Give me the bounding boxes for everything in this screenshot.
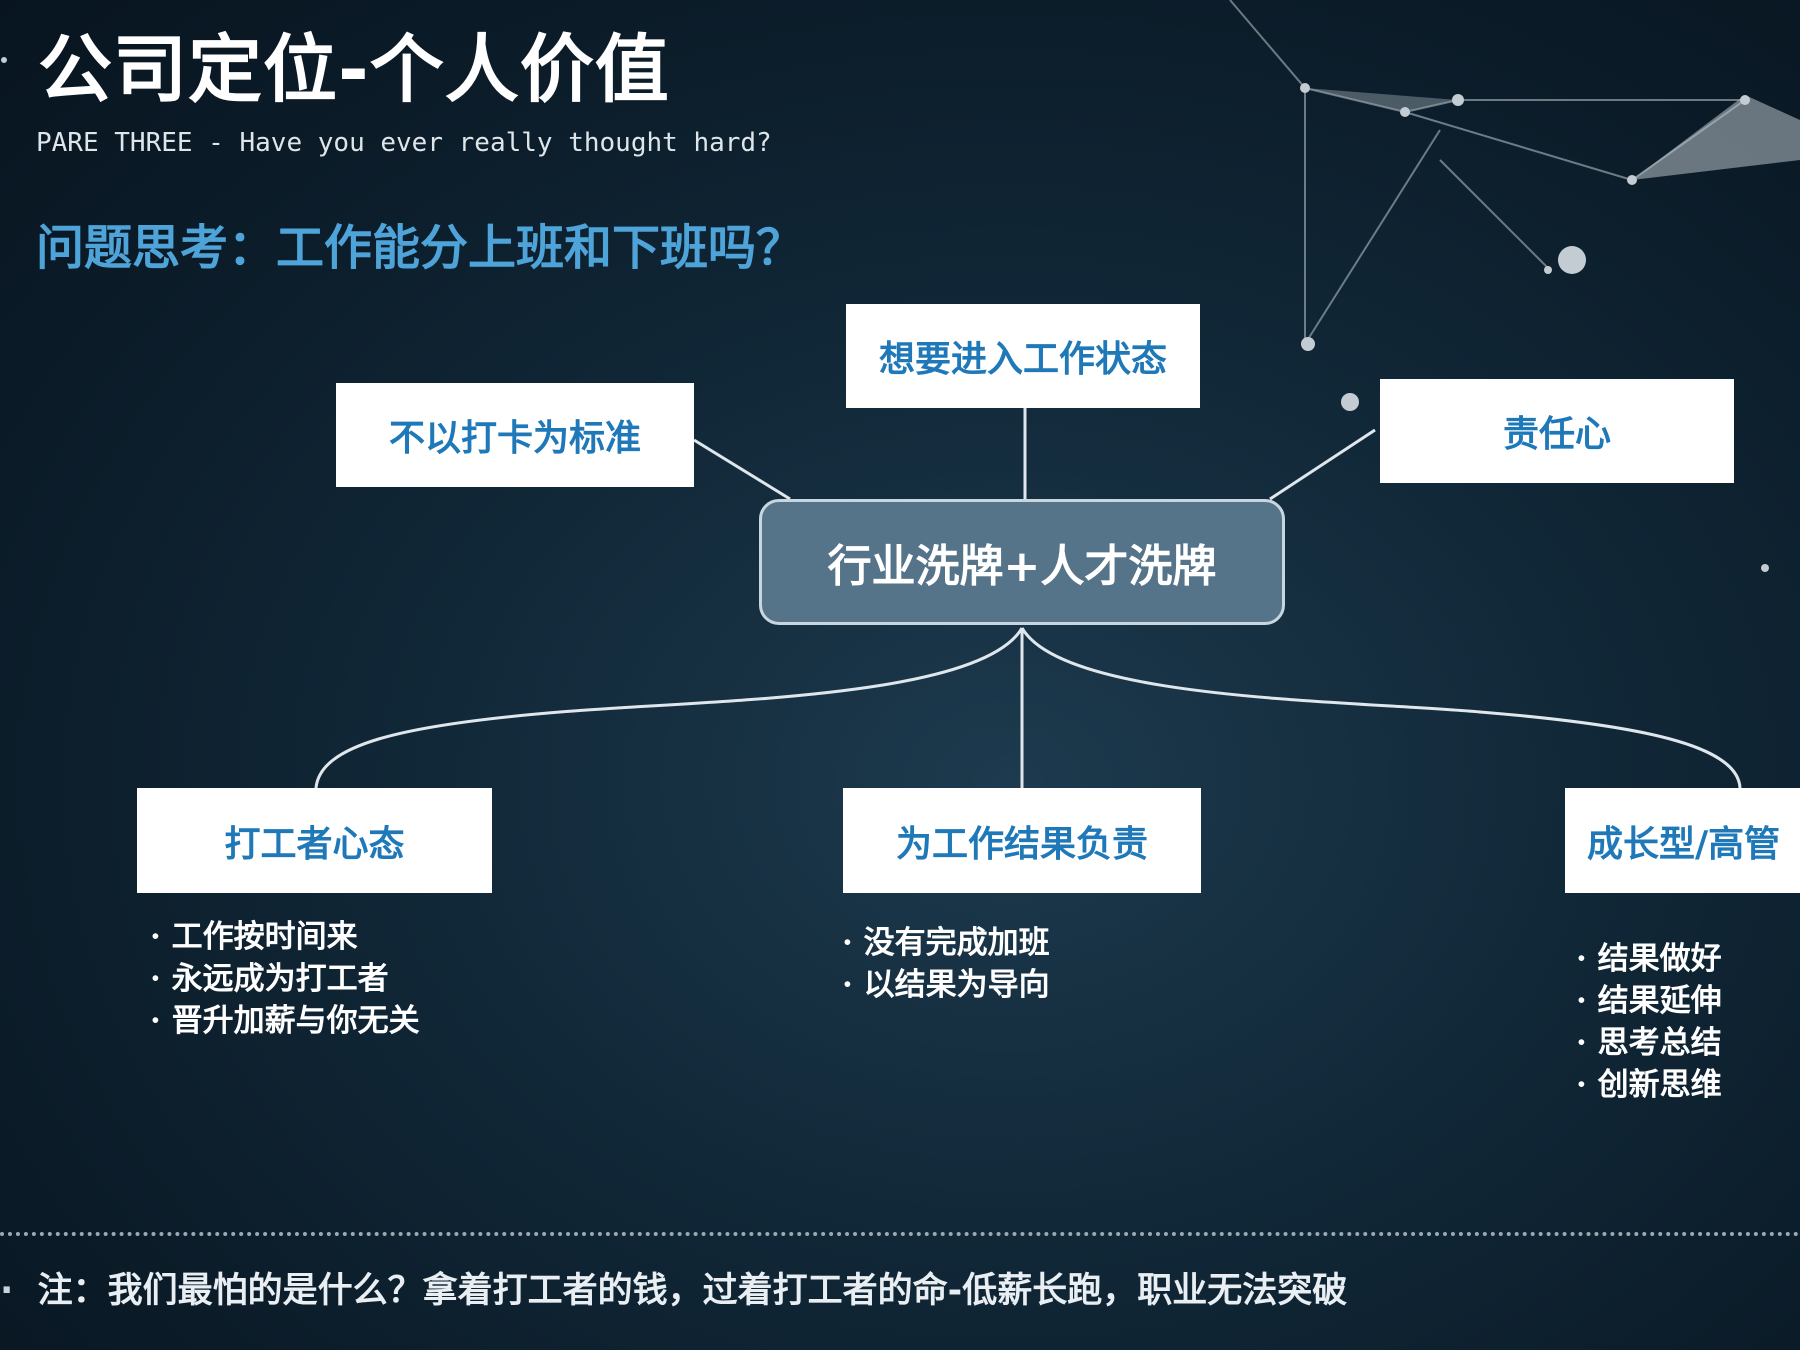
node-bottom-middle-label: 为工作结果负责 (895, 823, 1148, 865)
slide-title: 公司定位-个人价值 (38, 27, 670, 113)
center-node-label: 行业洗牌+人才洗牌 (827, 541, 1217, 592)
list-item: 结果延伸 (1576, 980, 1722, 1022)
list-item: 晋升加薪与你无关 (150, 1000, 420, 1042)
center-node: 行业洗牌+人才洗牌 (759, 499, 1285, 625)
list-item: 结果做好 (1576, 938, 1722, 980)
list-item: 没有完成加班 (842, 922, 1050, 964)
connector-bottom-right (1020, 627, 1742, 789)
list-item: 以结果为导向 (842, 964, 1050, 1006)
node-top-middle-label: 想要进入工作状态 (878, 339, 1167, 380)
footer-note: · 注：我们最怕的是什么？拿着打工者的钱，过着打工者的命-低薪长跑，职业无法突破 (0, 1262, 1347, 1313)
slide-subtitle: PARE THREE - Have you ever really though… (36, 128, 772, 158)
note-bullet-icon: · (0, 1271, 38, 1311)
bullets-middle: 没有完成加班 以结果为导向 (842, 922, 1050, 1006)
question-heading: 问题思考：工作能分上班和下班吗？ (36, 220, 805, 276)
connector-top-left (693, 438, 791, 501)
connector-bottom-left (314, 627, 1024, 789)
list-item: 思考总结 (1576, 1022, 1722, 1064)
node-bottom-left-label: 打工者心态 (224, 823, 405, 865)
list-item: 工作按时间来 (150, 916, 420, 958)
node-top-right-label: 责任心 (1502, 414, 1611, 455)
node-bottom-right-label: 成长型/高管 (1587, 823, 1781, 865)
list-item: 永远成为打工者 (150, 958, 420, 1000)
node-bottom-left: 打工者心态 (137, 788, 492, 893)
node-top-left: 不以打卡为标准 (336, 383, 694, 487)
node-top-left-label: 不以打卡为标准 (388, 418, 641, 459)
connector-top-right (1269, 428, 1376, 501)
footer-divider (0, 1232, 1800, 1236)
bullets-right: 结果做好 结果延伸 思考总结 创新思维 (1576, 938, 1722, 1106)
node-top-right: 责任心 (1380, 379, 1734, 483)
bullets-left: 工作按时间来 永远成为打工者 晋升加薪与你无关 (150, 916, 420, 1042)
footer-note-text: 注：我们最怕的是什么？拿着打工者的钱，过着打工者的命-低薪长跑，职业无法突破 (37, 1271, 1348, 1311)
list-item: 创新思维 (1576, 1064, 1722, 1106)
node-bottom-middle: 为工作结果负责 (843, 788, 1201, 893)
node-top-middle: 想要进入工作状态 (846, 304, 1200, 408)
node-bottom-right: 成长型/高管 (1565, 788, 1800, 893)
